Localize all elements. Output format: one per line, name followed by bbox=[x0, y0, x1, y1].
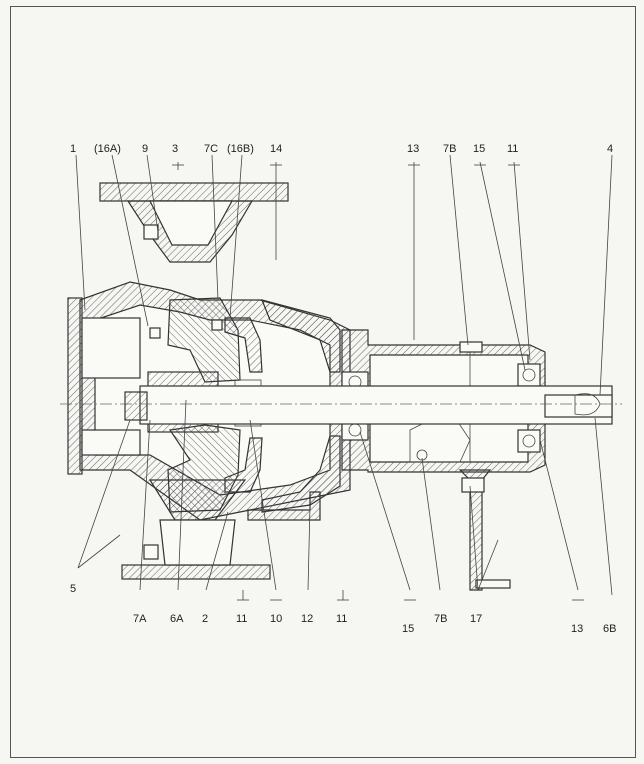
part-label: 17 bbox=[470, 613, 482, 625]
shaft bbox=[60, 385, 622, 425]
part-label: 10 bbox=[270, 613, 282, 625]
part-label: (16B) bbox=[227, 143, 254, 155]
part-label: 9 bbox=[142, 143, 148, 155]
part-label: 3 bbox=[172, 143, 178, 155]
tick-marks bbox=[172, 164, 584, 601]
drawing-frame bbox=[10, 6, 636, 758]
part-label: 12 bbox=[301, 613, 313, 625]
bottom-part-labels: 5 7A 6A 2 11 10 12 11 15 7B 17 13 6B bbox=[70, 583, 616, 635]
part-label: 11 bbox=[236, 613, 247, 625]
part-label: 14 bbox=[270, 143, 282, 155]
part-label: 13 bbox=[407, 143, 419, 155]
leader-lines bbox=[75, 154, 613, 600]
part-label: 6B bbox=[603, 623, 616, 635]
part-label: 15 bbox=[473, 143, 485, 155]
part-label: 7C bbox=[204, 143, 218, 155]
support-foot bbox=[247, 469, 511, 591]
part-label: 11 bbox=[336, 613, 347, 625]
part-label: 11 bbox=[507, 143, 518, 155]
discharge-flange bbox=[99, 182, 289, 263]
part-label: 7A bbox=[133, 613, 147, 625]
part-label: 1 bbox=[70, 143, 76, 155]
bolts bbox=[143, 224, 223, 560]
part-label: 5 bbox=[70, 583, 76, 595]
part-label: 6A bbox=[170, 613, 184, 625]
part-label: (16A) bbox=[94, 143, 121, 155]
part-label: 15 bbox=[402, 623, 414, 635]
seal-housing bbox=[224, 317, 263, 493]
part-label: 7B bbox=[443, 143, 456, 155]
part-label: 13 bbox=[571, 623, 583, 635]
part-label: 7B bbox=[434, 613, 447, 625]
top-part-labels: 1 (16A) 9 3 7C (16B) 14 13 7B 15 11 4 bbox=[70, 143, 613, 155]
part-label: 4 bbox=[607, 143, 613, 155]
part-label: 2 bbox=[202, 613, 208, 625]
